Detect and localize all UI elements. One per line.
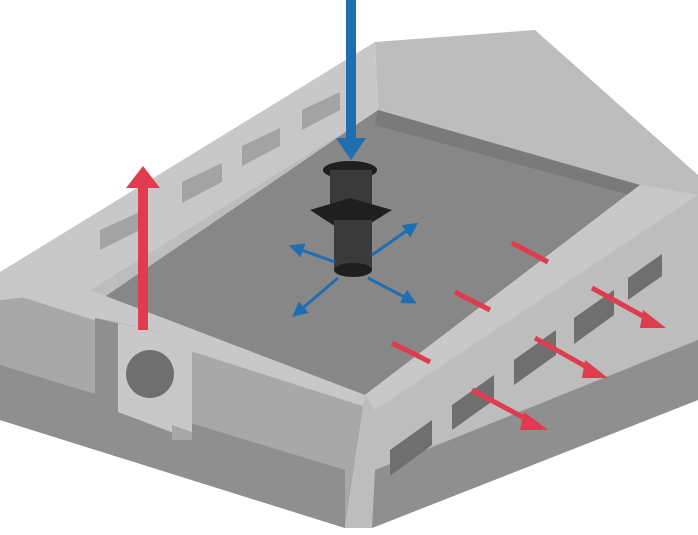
floor-shade [375, 110, 640, 195]
spread-arrow-down-left [292, 276, 339, 317]
exhaust-arrow-head [126, 166, 160, 188]
back-left-wall-inner [90, 110, 378, 300]
inlet-lower-tube [334, 220, 372, 270]
outflow-3-outer [470, 387, 534, 425]
back-window-4 [302, 92, 340, 130]
back-left-wall [0, 42, 378, 300]
outflow-2-inner [453, 289, 492, 313]
front-left-wall-base [0, 365, 345, 528]
outflow-1-outer [590, 285, 652, 323]
right-long-wall-base [372, 340, 698, 528]
outflow-3-head [520, 412, 548, 430]
back-window-2 [182, 163, 222, 203]
outflow-2-head [582, 360, 608, 378]
intake-arrow-head [336, 138, 366, 160]
inlet-diffuser-plate [310, 198, 392, 236]
outflow-1-inner [510, 240, 550, 265]
inlet-bottom-cap [334, 263, 372, 277]
spread-arrow-up-left [288, 243, 336, 264]
back-right-gable-wall [375, 30, 698, 195]
back-window-1 [100, 212, 140, 250]
radial-spread-arrows [288, 222, 419, 317]
fan-box-right [172, 425, 192, 440]
outflow-3-inner [390, 340, 432, 365]
side-window-2 [452, 375, 494, 430]
fan-box-side [95, 318, 118, 412]
side-window-1 [390, 420, 432, 476]
right-long-wall-top [365, 185, 698, 410]
back-window-3 [242, 128, 280, 166]
side-window-4 [574, 290, 614, 344]
fan-opening [126, 350, 174, 398]
intake-arrow [336, 0, 366, 160]
spread-arrow-up-right [371, 222, 419, 257]
exhaust-arrow [126, 166, 160, 330]
outflow-2-outer [533, 335, 594, 373]
wall-exhaust-fan-icon [95, 318, 192, 440]
outflow-1-head [640, 310, 666, 328]
spread-arrow-down-right [367, 276, 417, 304]
ceiling-air-inlet-icon [310, 161, 392, 277]
side-window-5 [628, 254, 662, 300]
side-outflow-arrows [390, 240, 666, 430]
